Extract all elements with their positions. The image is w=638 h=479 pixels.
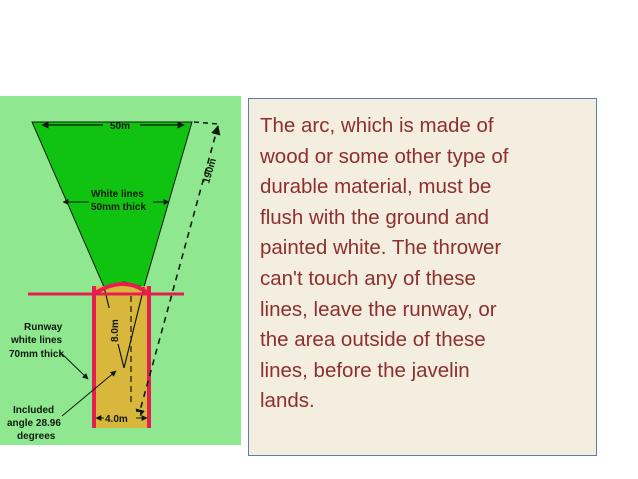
text-line: painted white. The thrower (260, 236, 502, 260)
runway-label-3: 70mm thick (9, 349, 64, 360)
description-text-box: The arc, which is made of wood or some o… (248, 98, 597, 456)
text-line: durable material, must be (260, 175, 492, 199)
runway-width-label-bg (98, 412, 140, 425)
text-line: The arc, which is made of (260, 114, 494, 137)
angle-label-2: angle 28.96 (7, 418, 61, 429)
javelin-field-diagram: 190m 50m White lines 50mm thick 8.0m Run… (0, 96, 241, 445)
white-lines-label-2: 50mm thick (91, 202, 146, 213)
angle-label-arrow (61, 370, 117, 417)
text-line: wood or some other type of (260, 144, 509, 168)
runway-depth-label-bg (108, 308, 119, 344)
angle-label-3: degrees (17, 431, 56, 442)
text-line: the area outside of these (260, 328, 486, 352)
text-line: lands. (260, 389, 315, 413)
text-line: lines, leave the runway, or (260, 297, 497, 321)
text-line: flush with the ground and (260, 205, 490, 229)
top-width-label: 50m (110, 121, 130, 132)
text-line: lines, before the javelin (260, 358, 470, 382)
runway-width-label: 4.0m (105, 414, 128, 425)
runway-label-1: Runway (24, 322, 63, 333)
white-lines-label-1: White lines (91, 189, 144, 200)
sector-length-tick (193, 121, 219, 125)
runway-label-2: white lines (10, 335, 63, 346)
text-line: can't touch any of these (260, 266, 476, 290)
diagram-svg: 190m 50m White lines 50mm thick 8.0m Run… (0, 96, 241, 445)
runway-label-arrow (59, 351, 89, 380)
runway-depth-label: 8.0m (110, 319, 121, 342)
description-text: The arc, which is made of wood or some o… (260, 111, 586, 417)
angle-label-1: Included (13, 405, 54, 416)
